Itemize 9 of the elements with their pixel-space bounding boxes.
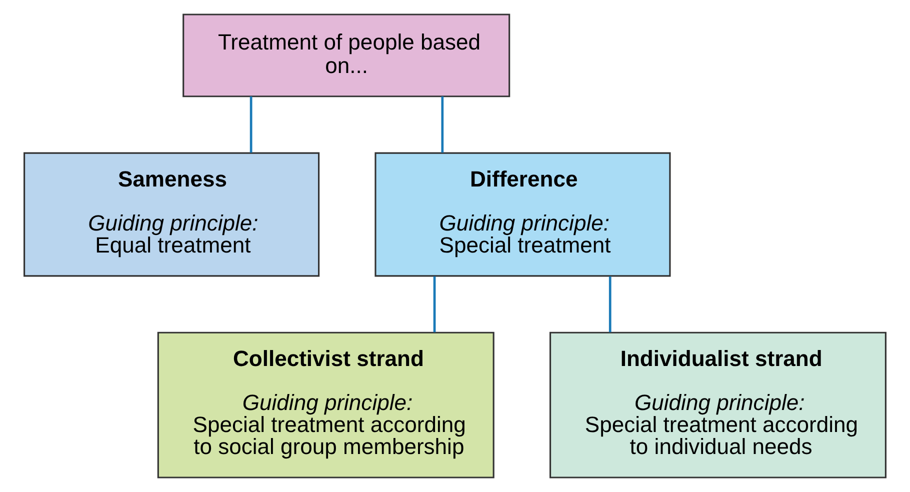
node-box: Difference Guiding principle: Special treatment (374, 152, 671, 277)
node-box: Treatment of people based on... (182, 14, 510, 98)
connector (441, 96, 444, 153)
node-box: Collectivist strand Guiding principle: Special treatment according to social group membership (157, 332, 494, 478)
connector (250, 96, 252, 153)
connector (608, 276, 612, 332)
node-box: Sameness Guiding principle: Equal treatment (24, 152, 320, 277)
node-box: Individualist strand Guiding principle: Special treatment according to individual needs (549, 332, 886, 478)
connector (433, 276, 436, 332)
